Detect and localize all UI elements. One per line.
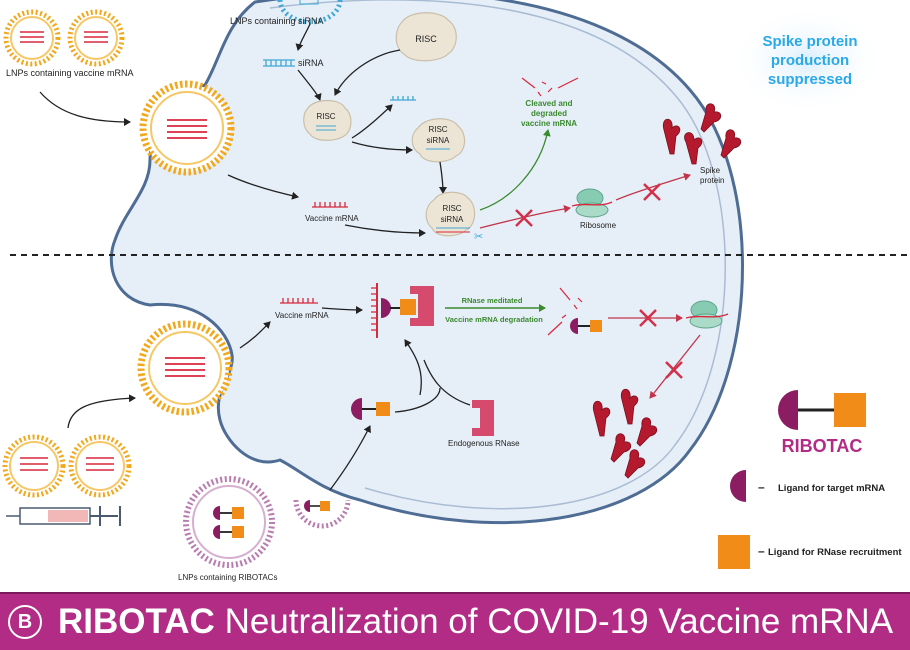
- free-ribotac: [351, 398, 390, 420]
- cleaved-label-2: degraded: [531, 109, 567, 118]
- risc-label-left: RISC: [316, 112, 335, 121]
- sirna-strand: [263, 59, 295, 67]
- vaccine-mrna-top: [312, 202, 348, 208]
- vaccine-mrna-label-bottom: Vaccine mRNA: [275, 311, 329, 320]
- legend-ligand-rnase-label: Ligand for RNase recruitment: [768, 547, 902, 558]
- ribosome-top: [571, 188, 613, 218]
- risc-sirna-complex-right: RISC siRNA: [411, 118, 466, 163]
- sirna-label: siRNA: [298, 58, 324, 68]
- ribotac-rnase-complex: [371, 283, 434, 338]
- figure-title-rest: Neutralization of COVID-19 Vaccine mRNA: [214, 602, 894, 641]
- legend-ligand-mrna-label: Ligand for target mRNA: [778, 483, 885, 494]
- lnp-ribotac-fusing: [293, 499, 351, 529]
- risc-sirna-complex-left: RISC: [303, 99, 352, 141]
- degraded-mrna-fragments: [547, 287, 583, 336]
- lnp-entering-cell-bottom: [137, 320, 233, 416]
- endogenous-rnase-label: Endogenous RNase: [448, 439, 520, 448]
- panel-badge: B: [8, 605, 42, 639]
- suppressed-label-3: suppressed: [768, 71, 852, 88]
- sirna-passenger-strand: [390, 96, 416, 101]
- rnase-mediated-label-2: Vaccine mRNA degradation: [445, 315, 543, 324]
- legend-dash-2: –: [758, 544, 765, 558]
- legend-dash-1: –: [758, 480, 765, 494]
- risc-label-right: RISC: [428, 125, 447, 134]
- lnp-ribotac-label: LNPs containing RIBOTACs: [178, 573, 277, 582]
- spike-label-2: protein: [700, 176, 724, 185]
- ribotac-legend-icon: [778, 390, 866, 430]
- diagram-canvas: LNPs containing siRNA LNPs containing va…: [2, 0, 908, 582]
- sirna-label-right: siRNA: [427, 136, 450, 145]
- risc-label-top: RISC: [415, 34, 437, 44]
- lnp-entering-cell-top: [139, 80, 235, 176]
- cleaved-fragments: [521, 77, 579, 97]
- blocked-x-2: [643, 183, 661, 201]
- syringe-icon: [6, 506, 121, 526]
- risc-cleaving-mrna: RISC siRNA ✂: [425, 191, 483, 243]
- figure-title: RIBOTAC Neutralization of COVID-19 Vacci…: [58, 602, 893, 642]
- figure-title-bold: RIBOTAC: [58, 602, 215, 641]
- lnp-vaccine-label: LNPs containing vaccine mRNA: [6, 68, 134, 78]
- vaccine-mrna-label-top: Vaccine mRNA: [305, 214, 359, 223]
- endogenous-rnase: [472, 400, 494, 436]
- suppressed-label-2: production: [771, 52, 849, 69]
- legend-ligand-mrna: – Ligand for target mRNA: [730, 470, 885, 502]
- risc-label-cleave: RISC: [442, 204, 461, 213]
- cleaved-label-1: Cleaved and: [525, 99, 572, 108]
- lnp-vaccine-mrna-pair-bottom: [2, 434, 132, 498]
- released-ribotac: [570, 318, 602, 334]
- lnp-sirna-partial: [277, 0, 343, 25]
- cleaved-label-3: vaccine mRNA: [521, 119, 577, 128]
- sirna-label-cleave: siRNA: [441, 215, 464, 224]
- blocked-x-3: [639, 309, 657, 327]
- scissors-icon: ✂: [474, 231, 483, 243]
- ribotac-legend-label: RIBOTAC: [782, 436, 863, 456]
- lnp-ribotac: [183, 476, 275, 568]
- spike-proteins-top: [662, 103, 742, 165]
- lnp-vaccine-mrna-pair-top: [3, 9, 125, 67]
- spike-proteins-bottom: [592, 388, 658, 479]
- ribosome-bottom: [685, 300, 729, 329]
- cell-membrane: [109, 0, 744, 525]
- risc-complex-top: RISC: [395, 12, 457, 62]
- legend-ligand-rnase: – Ligand for RNase recruitment: [718, 535, 902, 569]
- blocked-x-4: [665, 361, 683, 379]
- figure-footer: B RIBOTAC Neutralization of COVID-19 Vac…: [0, 592, 910, 650]
- vaccine-mrna-bottom: [280, 298, 318, 304]
- lnp-sirna-label: LNPs containing siRNA: [230, 16, 324, 26]
- blocked-x-1: [515, 209, 533, 227]
- rnase-mediated-label-1: RNase meditated: [462, 296, 523, 305]
- ribosome-label: Ribosome: [580, 221, 617, 230]
- spike-label-1: Spike: [700, 166, 721, 175]
- suppressed-label-1: Spike protein: [762, 33, 857, 50]
